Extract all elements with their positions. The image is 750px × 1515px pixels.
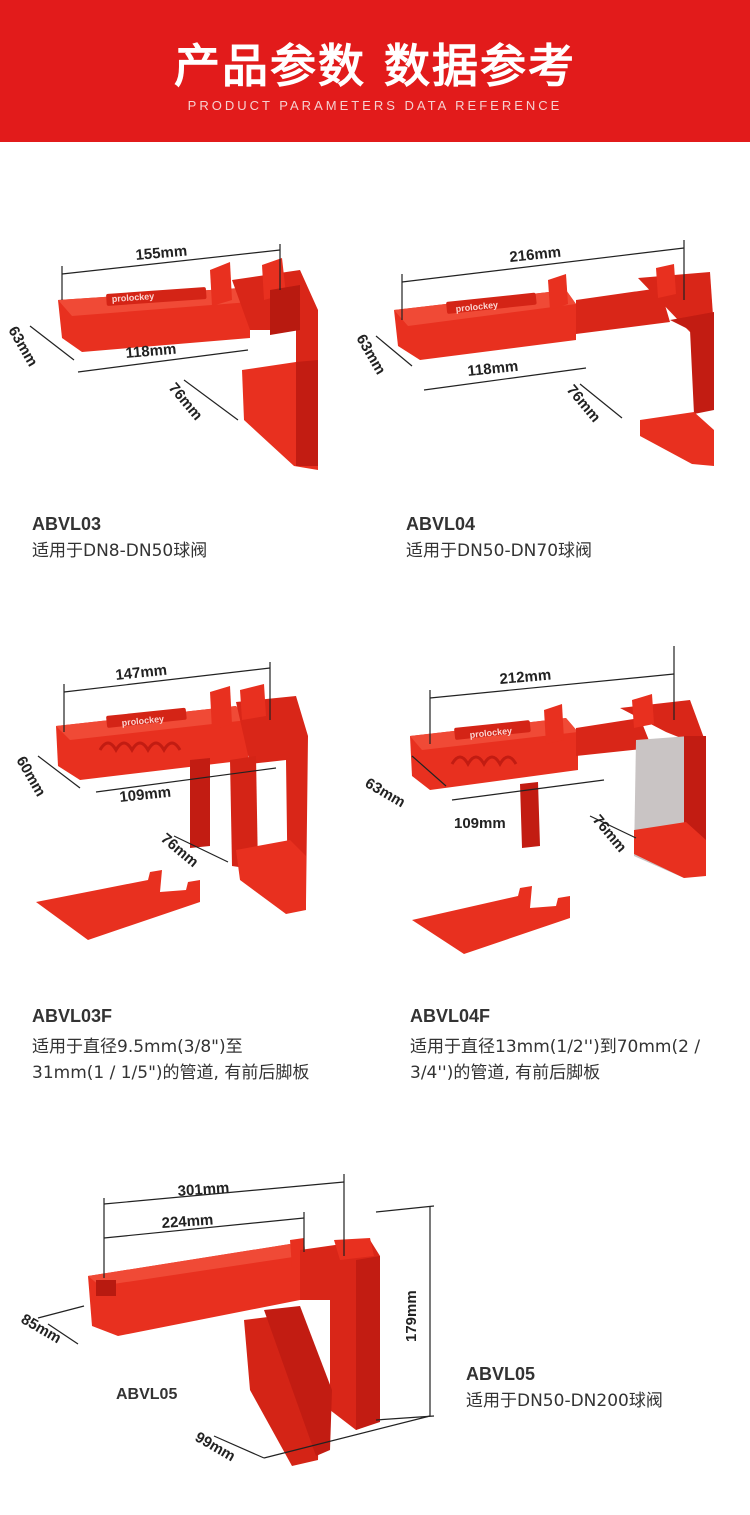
dim-inner-label: 224mm [161, 1211, 214, 1232]
product-abvl04-image: prolockey 216mm 118mm 63mm 76mm [353, 240, 714, 466]
product-code: ABVL04 [406, 514, 476, 534]
brand-mark: prolockey [121, 714, 164, 728]
dim-height-label: 179mm [403, 1290, 420, 1342]
dim-depth-label: 76mm [165, 380, 206, 424]
dim-inner-label: 118mm [467, 358, 519, 380]
brand-mark: prolockey [455, 300, 498, 314]
dim-length-label: 147mm [115, 662, 168, 684]
header-banner: 产品参数 数据参考 PRODUCT PARAMETERS DATA REFERE… [0, 0, 750, 142]
dim-inner-label: 109mm [119, 784, 172, 806]
dim-depth-label: 76mm [589, 812, 630, 856]
brand-mark: prolockey [111, 291, 154, 304]
dim-depth-label: 99mm [192, 1429, 238, 1465]
product-code: ABVL03 [32, 514, 102, 534]
dim-inner-label: 118mm [125, 341, 177, 362]
product-abvl04f-image: prolockey 212mm 109mm 63mm 76mm [362, 646, 706, 954]
product-description: 适用于DN50-DN200球阀 [466, 1391, 663, 1411]
product-abvl04f: prolockey 212mm 109mm 63mm 76mm [362, 640, 740, 954]
product-abvl04: prolockey 216mm 118mm 63mm 76mm [353, 230, 740, 500]
product-image-label: ABVL05 [116, 1386, 178, 1403]
product-description-line2: 3/4'')的管道, 有前后脚板 [410, 1063, 601, 1083]
dim-width-label: 85mm [18, 1311, 64, 1347]
product-description: 适用于DN50-DN70球阀 [406, 541, 593, 561]
product-code: ABVL04F [410, 1006, 491, 1026]
dim-length-label: 212mm [499, 667, 552, 688]
dim-length-label: 301mm [177, 1179, 230, 1200]
product-description-line2: 31mm(1 / 1/5")的管道, 有前后脚板 [32, 1063, 310, 1083]
dim-length-label: 155mm [135, 243, 188, 264]
product-description-line1: 适用于直径9.5mm(3/8")至 [32, 1037, 243, 1057]
page-subtitle: PRODUCT PARAMETERS DATA REFERENCE [187, 98, 563, 113]
product-abvl03f-image: prolockey 147mm 109mm 60mm 76mm [13, 662, 308, 940]
dim-inner-label: 109mm [454, 815, 506, 832]
dim-depth-label: 76mm [563, 382, 604, 426]
product-description: 适用于DN8-DN50球阀 [32, 541, 208, 561]
brand-mark: prolockey [469, 726, 512, 740]
page-title: 产品参数 数据参考 [173, 39, 576, 93]
product-abvl03f: prolockey 147mm 109mm 60mm 76mm [0, 640, 370, 940]
product-code: ABVL05 [466, 1364, 536, 1384]
product-abvl05: 301mm 224mm 85mm 179mm 99mm ABVL05 [0, 1160, 460, 1500]
dim-length-label: 216mm [509, 244, 562, 266]
product-abvl05-image: 301mm 224mm 85mm 179mm 99mm [18, 1174, 435, 1466]
product-abvl03-image: prolockey 155mm 118mm 63mm 76mm [5, 243, 318, 470]
product-code: ABVL03F [32, 1006, 113, 1026]
product-description-line1: 适用于直径13mm(1/2'')到70mm(2 / [410, 1037, 701, 1057]
product-abvl03: prolockey 155mm 118mm 63mm 76mm [0, 230, 370, 500]
